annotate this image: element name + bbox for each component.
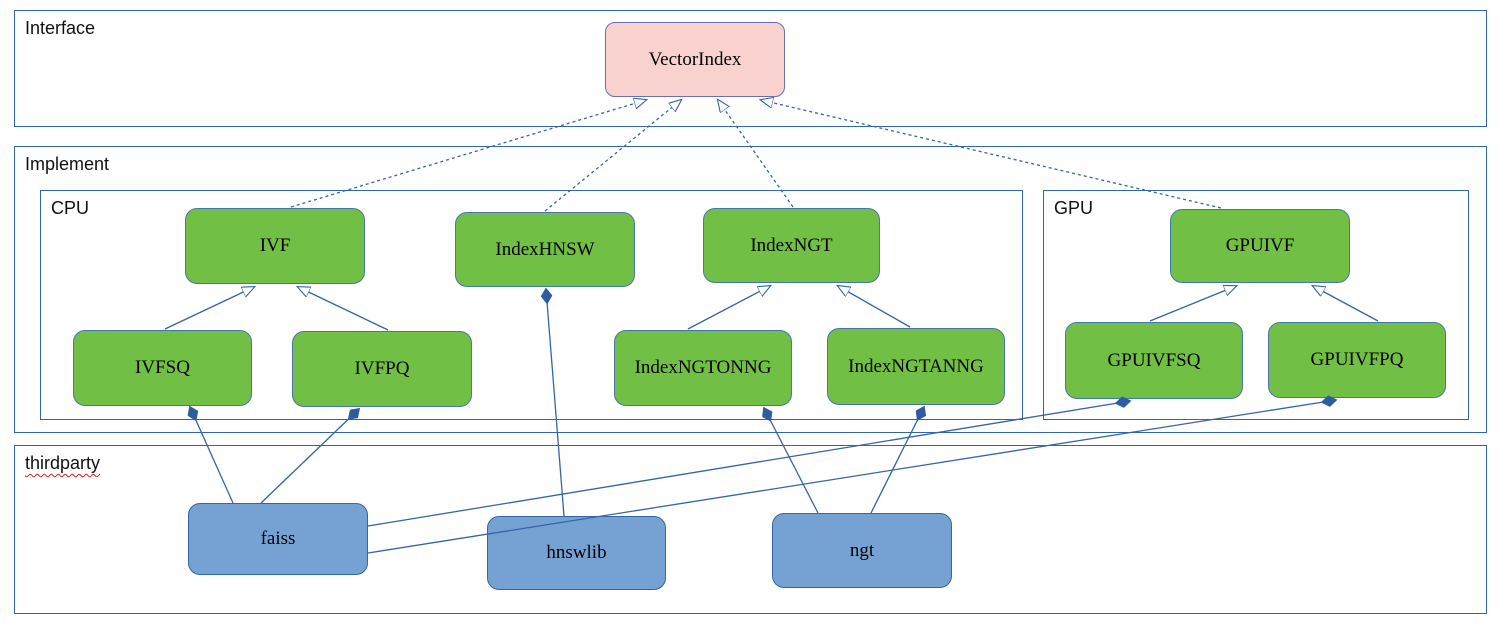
class-node-faiss: faiss [188, 503, 368, 575]
class-node-indexngtonng: IndexNGTONNG [614, 330, 792, 406]
class-node-gpuivf: GPUIVF [1170, 209, 1350, 283]
thirdparty-container-label: thirdparty [25, 453, 101, 473]
class-node-ivfpq: IVFPQ [292, 331, 472, 407]
interface-container-label: Interface [25, 18, 96, 38]
cpu-container-label: CPU [51, 198, 90, 218]
class-node-indexhnsw: IndexHNSW [455, 212, 635, 287]
class-node-indexngt: IndexNGT [703, 208, 880, 283]
class-node-vectorindex: VectorIndex [605, 22, 785, 97]
class-node-gpuivfsq: GPUIVFSQ [1065, 322, 1243, 399]
gpu-container-label: GPU [1054, 198, 1094, 218]
class-node-ivfsq: IVFSQ [73, 330, 252, 406]
implement-container-label: Implement [25, 154, 110, 174]
class-node-hnswlib: hnswlib [487, 516, 666, 590]
class-node-gpuivfpq: GPUIVFPQ [1268, 322, 1446, 398]
class-node-ivf: IVF [185, 208, 365, 284]
class-node-indexngtanng: IndexNGTANNG [827, 328, 1005, 405]
class-node-ngt: ngt [772, 513, 952, 588]
